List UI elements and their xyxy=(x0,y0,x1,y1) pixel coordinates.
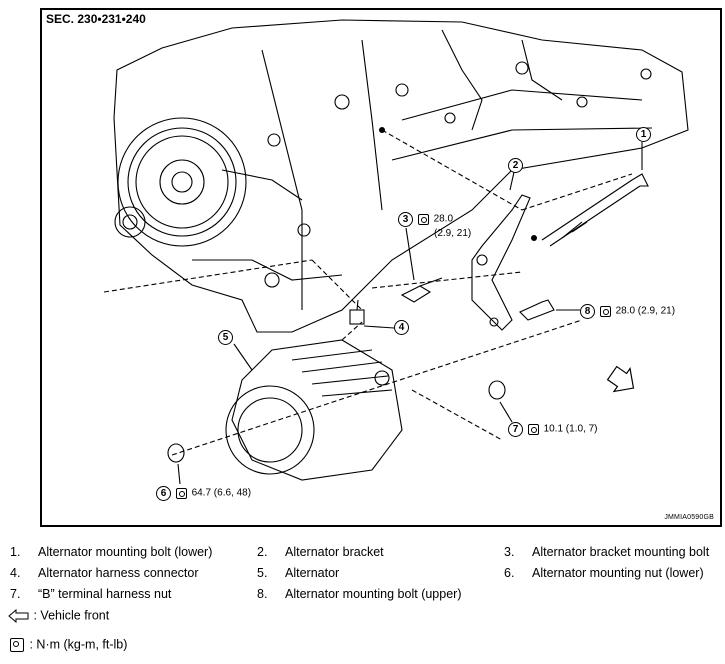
callout-3: 3 28.0 xyxy=(398,212,453,227)
legend-item-text: Alternator mounting bolt (upper) xyxy=(285,587,462,601)
vehicle-front-text: : Vehicle front xyxy=(33,608,110,623)
callout-3-torque-imperial: (2.9, 21) xyxy=(434,228,472,239)
bolt-8 xyxy=(519,299,555,321)
callout-7-torque: 10.1 (1.0, 7) xyxy=(543,423,598,435)
callout-8-number: 8 xyxy=(580,304,595,319)
callout-4-number: 4 xyxy=(394,320,409,335)
callout-3-number: 3 xyxy=(398,212,413,227)
callout-8: 8 28.0 (2.9, 21) xyxy=(580,304,675,319)
callout-7-number: 7 xyxy=(508,422,523,437)
exploded-view-diagram: SEC. 230•231•240 1 2 3 28.0 (2.9, 21) 4 … xyxy=(40,8,722,527)
bolt-3 xyxy=(400,277,443,303)
callout-8-torque: 28.0 (2.9, 21) xyxy=(615,305,676,317)
torque-unit-text: : N·m (kg-m, ft-lb) xyxy=(29,637,128,652)
hollow-left-arrow-icon xyxy=(8,608,29,623)
legend-item-text: Alternator harness connector xyxy=(38,566,199,580)
legend-item-text: Alternator mounting nut (lower) xyxy=(532,566,704,580)
callout-2-number: 2 xyxy=(508,158,523,173)
crank-pulley xyxy=(117,117,247,247)
torque-wrench-icon xyxy=(10,637,24,652)
legend-item-text: Alternator bracket xyxy=(285,545,384,559)
callout-3-torque-alt: (2.9, 21) xyxy=(434,228,471,241)
callout-5: 5 xyxy=(218,330,233,345)
alternator-5 xyxy=(225,339,403,481)
torque-wrench-icon xyxy=(175,488,187,499)
bolt-1 xyxy=(541,173,649,247)
figure-id: JMMIA0590GB xyxy=(664,514,714,521)
legend-item-number: 4. xyxy=(10,566,21,580)
bracket-2 xyxy=(471,194,531,331)
callout-6-torque: 64.7 (6.6, 48) xyxy=(191,487,252,499)
callout-7: 7 10.1 (1.0, 7) xyxy=(508,422,597,437)
callout-6-number: 6 xyxy=(156,486,171,501)
torque-wrench-icon xyxy=(599,306,611,317)
legend-item-text: Alternator mounting bolt (lower) xyxy=(38,545,213,559)
callout-1: 1 xyxy=(636,127,651,142)
torque-unit-legend: : N·m (kg-m, ft-lb) xyxy=(10,637,127,652)
diagram-drawing xyxy=(103,19,689,485)
torque-wrench-icon xyxy=(527,424,539,435)
nut-7 xyxy=(488,380,506,400)
legend-item-text: “B” terminal harness nut xyxy=(38,587,172,601)
callout-1-number: 1 xyxy=(636,127,651,142)
callout-3-torque: 28.0 xyxy=(433,213,454,225)
callout-6: 6 64.7 (6.6, 48) xyxy=(156,486,251,501)
legend-item-number: 7. xyxy=(10,587,21,601)
legend-item-number: 2. xyxy=(257,545,268,559)
legend-item-text: Alternator bracket mounting bolt xyxy=(532,545,710,559)
section-label: SEC. 230•231•240 xyxy=(46,12,146,26)
nut-6 xyxy=(167,443,185,463)
callout-5-number: 5 xyxy=(218,330,233,345)
callout-2: 2 xyxy=(508,158,523,173)
callout-4: 4 xyxy=(394,320,409,335)
legend-item-number: 8. xyxy=(257,587,268,601)
legend-item-text: Alternator xyxy=(285,566,340,580)
legend-item-number: 3. xyxy=(504,545,515,559)
legend-item-number: 6. xyxy=(504,566,515,580)
engine-block xyxy=(113,19,689,333)
legend-item-number: 1. xyxy=(10,545,21,559)
direction-arrow-icon xyxy=(606,365,635,393)
legend-item-number: 5. xyxy=(257,566,268,580)
torque-wrench-icon xyxy=(417,214,429,225)
vehicle-front-legend: : Vehicle front xyxy=(8,608,109,623)
